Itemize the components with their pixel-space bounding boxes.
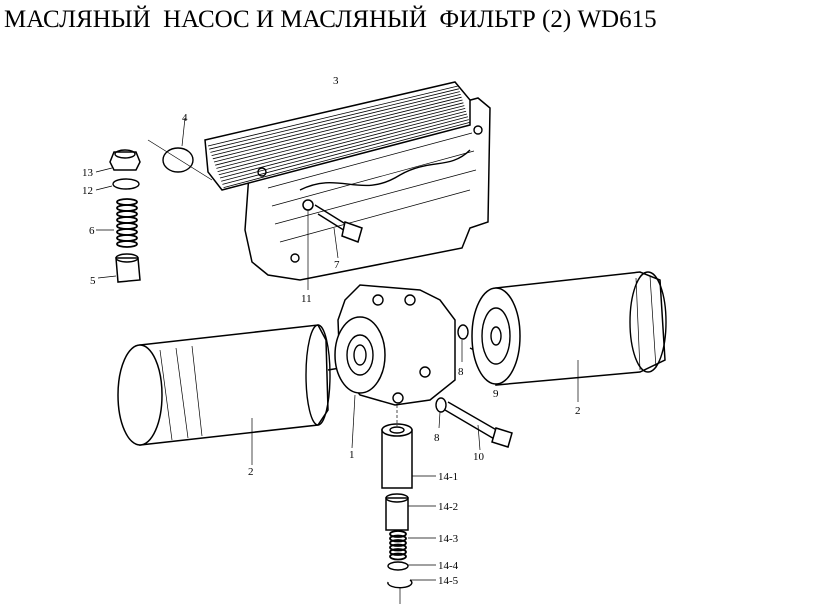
o-ring-part-4 — [147, 117, 213, 181]
label-part-14-2: 14-2 — [438, 501, 458, 513]
label-part-6: 6 — [89, 225, 95, 237]
piston-part-5 — [97, 253, 141, 283]
label-part-13: 13 — [82, 167, 94, 179]
label-part-2-right: 2 — [575, 405, 581, 417]
valve-body-part-14-1 — [381, 423, 436, 489]
label-part-4: 4 — [182, 112, 188, 124]
label-part-14-1: 14-1 — [438, 471, 458, 483]
label-part-14-3: 14-3 — [438, 533, 459, 545]
label-part-9: 9 — [493, 388, 499, 400]
label-part-14-5: 14-5 — [438, 575, 459, 587]
spring-part-14-3 — [389, 530, 436, 561]
label-part-8-upper: 8 — [458, 366, 464, 378]
bolt-part-10 — [444, 401, 513, 451]
bolt-part-7 — [314, 204, 363, 259]
sleeve-part-14-2 — [385, 493, 436, 531]
washer-part-11 — [302, 199, 314, 290]
label-part-2-left: 2 — [248, 466, 254, 478]
oil-filter-right-part-2 — [471, 271, 667, 402]
label-part-3: 3 — [333, 75, 339, 87]
label-part-1: 1 — [349, 449, 355, 461]
plug-part-13 — [95, 149, 141, 173]
diagram-title: МАСЛЯНЫЙ НАСОС И МАСЛЯНЫЙ ФИЛЬТР (2) WD6… — [4, 6, 657, 33]
label-part-8-lower: 8 — [434, 432, 440, 444]
label-part-10: 10 — [473, 451, 485, 463]
label-part-5: 5 — [90, 275, 96, 287]
label-part-12: 12 — [82, 185, 93, 197]
spring-part-6 — [96, 198, 138, 248]
label-part-7: 7 — [334, 259, 340, 271]
washer-part-12 — [95, 178, 140, 191]
label-part-14-4: 14-4 — [438, 560, 459, 572]
washer-part-14-4 — [387, 561, 436, 571]
washer-upper-part-8 — [457, 324, 469, 362]
oil-pump-housing-part-1 — [334, 284, 456, 449]
label-part-11: 11 — [301, 293, 312, 305]
washer-lower-part-8 — [435, 397, 447, 429]
snap-ring-part-14-5 — [387, 579, 436, 604]
oil-filter-left-part-2 — [117, 324, 341, 465]
oil-cooler-part-3 — [204, 81, 491, 281]
